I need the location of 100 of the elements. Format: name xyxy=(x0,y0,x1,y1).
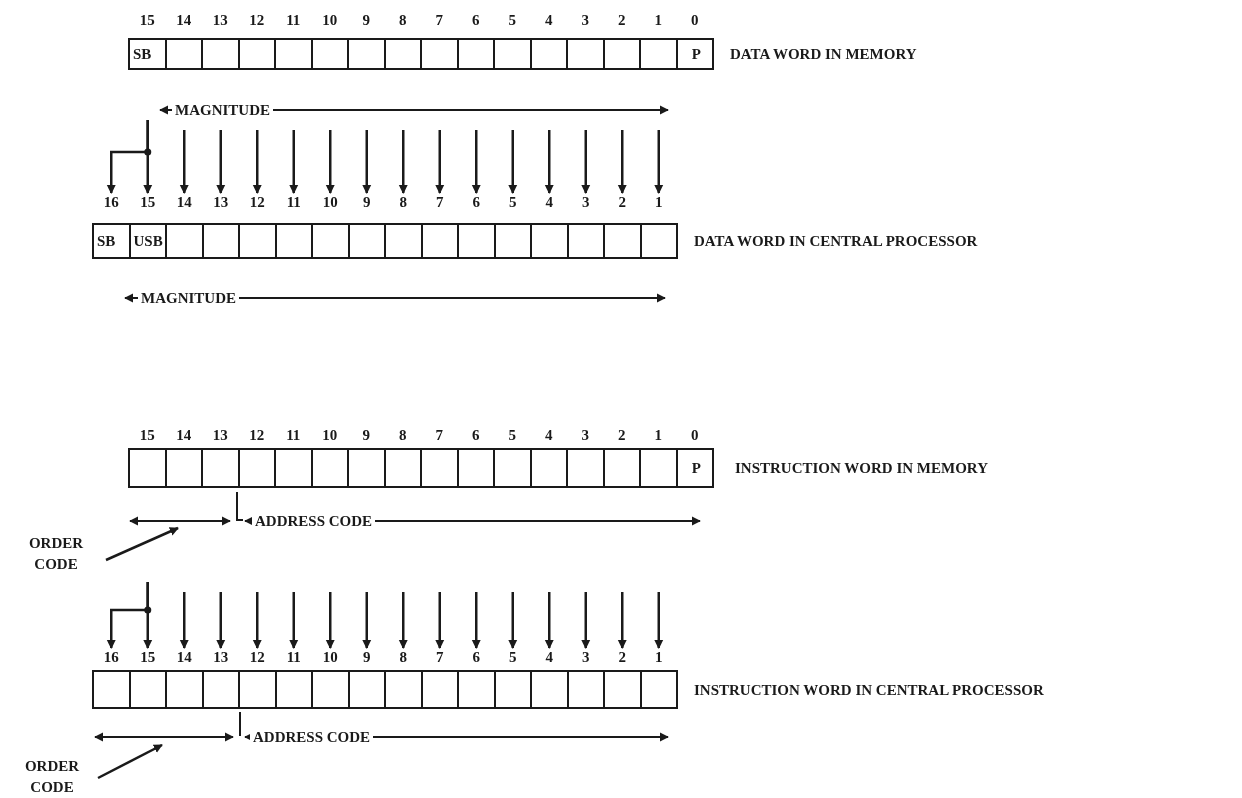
bit-number: 8 xyxy=(398,11,408,29)
bit-number: 16 xyxy=(95,193,128,211)
bit-number: 11 xyxy=(277,648,310,666)
bit-number: 10 xyxy=(314,193,347,211)
bit-number: 5 xyxy=(496,648,529,666)
register-cell xyxy=(384,223,423,259)
bit-number: 5 xyxy=(507,426,517,444)
bit-number: 8 xyxy=(387,648,420,666)
arrow xyxy=(289,592,299,649)
bit-number: 2 xyxy=(606,193,639,211)
bit-number: 13 xyxy=(204,648,237,666)
register-cell xyxy=(529,448,568,488)
register-cell xyxy=(274,38,313,70)
bit-number: 4 xyxy=(533,648,566,666)
bit-number: 13 xyxy=(204,193,237,211)
arrow xyxy=(143,120,153,194)
word-caption: DATA WORD IN MEMORY xyxy=(730,45,917,63)
arrow xyxy=(471,592,481,649)
arrow xyxy=(654,592,664,649)
arrow xyxy=(252,592,262,649)
bit-number: 2 xyxy=(606,648,639,666)
arrow xyxy=(289,130,299,194)
register-cell xyxy=(639,223,678,259)
bit-number: 4 xyxy=(544,426,554,444)
bit-number: 15 xyxy=(138,11,156,29)
bit-number: 4 xyxy=(544,11,554,29)
bit-number: 12 xyxy=(248,426,266,444)
bit-number: 11 xyxy=(285,426,302,444)
word-caption: INSTRUCTION WORD IN CENTRAL PROCESSOR xyxy=(694,681,1044,699)
arrow xyxy=(398,592,408,649)
arrow xyxy=(471,130,481,194)
register-cell xyxy=(420,38,459,70)
arrow xyxy=(544,130,554,194)
bit-number: 13 xyxy=(211,11,229,29)
arrow xyxy=(143,582,153,649)
arrow xyxy=(617,592,627,649)
bit-number: 7 xyxy=(423,648,456,666)
bit-number: 14 xyxy=(168,648,201,666)
bit-number: 1 xyxy=(642,193,675,211)
leader-line xyxy=(105,526,179,562)
register-cell xyxy=(639,38,678,70)
arrow xyxy=(252,130,262,194)
register-cell: USB xyxy=(128,223,167,259)
register-cell xyxy=(311,670,350,709)
register-cell xyxy=(238,223,277,259)
bit-number: 15 xyxy=(131,193,164,211)
register-cell xyxy=(493,448,532,488)
register-cell xyxy=(566,448,605,488)
bit-number: 16 xyxy=(95,648,128,666)
bit-number: 3 xyxy=(569,648,602,666)
bit-number: 14 xyxy=(168,193,201,211)
arrow xyxy=(179,130,189,194)
callout-text: ORDER CODE xyxy=(6,756,98,798)
register-cell xyxy=(639,448,678,488)
register-cell xyxy=(457,670,496,709)
register-cell xyxy=(456,38,495,70)
bit-number: 1 xyxy=(653,426,663,444)
bit-number: 6 xyxy=(471,426,481,444)
bit-number: 3 xyxy=(569,193,602,211)
register-cell xyxy=(274,223,313,259)
arrow xyxy=(581,130,591,194)
register-cell xyxy=(238,670,277,709)
register-cell xyxy=(347,38,386,70)
bit-number: 8 xyxy=(387,193,420,211)
arrow xyxy=(362,592,372,649)
register-cell xyxy=(566,223,605,259)
arrow xyxy=(435,592,445,649)
bit-number: 9 xyxy=(361,11,371,29)
bit-number: 1 xyxy=(642,648,675,666)
bit-number: 1 xyxy=(653,11,663,29)
bit-number: 13 xyxy=(211,426,229,444)
bit-number: 7 xyxy=(434,426,444,444)
register-cell: SB xyxy=(128,38,167,70)
register-cell xyxy=(457,223,496,259)
arrow xyxy=(362,130,372,194)
bit-number: 12 xyxy=(248,11,266,29)
bit-number: 12 xyxy=(241,193,274,211)
arrow xyxy=(435,130,445,194)
register-cell xyxy=(310,38,349,70)
bit-number: 10 xyxy=(321,426,339,444)
bit-number: 14 xyxy=(175,11,193,29)
bit-number: 9 xyxy=(350,193,383,211)
bit-number: 15 xyxy=(138,426,156,444)
register-cell xyxy=(383,448,422,488)
bit-number: 11 xyxy=(277,193,310,211)
register-cell: P xyxy=(675,38,714,70)
register-cell xyxy=(165,670,204,709)
register-cell xyxy=(237,448,276,488)
callout-text: ORDER CODE xyxy=(6,533,106,575)
register-cell xyxy=(311,223,350,259)
arrow xyxy=(325,592,335,649)
register-cell xyxy=(566,38,605,70)
arrow xyxy=(617,130,627,194)
arrow xyxy=(179,592,189,649)
arrow xyxy=(398,130,408,194)
bit-number: 2 xyxy=(617,11,627,29)
bit-number: 6 xyxy=(471,11,481,29)
register-cell xyxy=(201,223,240,259)
arrow xyxy=(581,592,591,649)
register-cell xyxy=(164,448,203,488)
